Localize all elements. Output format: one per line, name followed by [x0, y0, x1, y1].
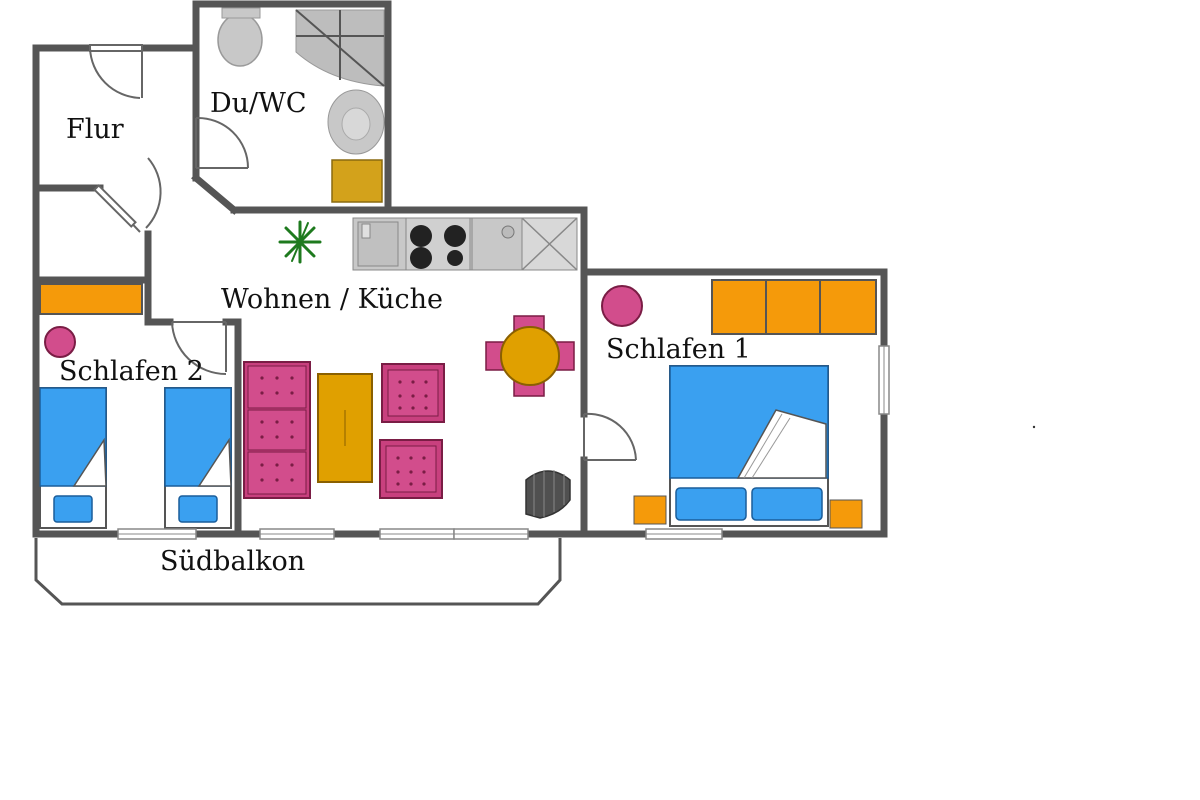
armchair-bottom — [379, 439, 443, 499]
dining-set — [485, 315, 575, 397]
wardrobe-schlafen2 — [39, 283, 143, 315]
sofa — [243, 361, 311, 499]
stove-icon — [525, 470, 571, 519]
stool-schlafen1 — [601, 285, 643, 327]
label-flur: Flur — [66, 114, 124, 145]
walls — [32, 0, 888, 538]
bed-double — [669, 365, 829, 527]
plant — [278, 220, 322, 264]
toilet — [217, 13, 263, 67]
label-du-wc: Du/WC — [210, 88, 307, 119]
windows — [117, 345, 890, 540]
wardrobe-schlafen1 — [711, 279, 877, 335]
doors — [89, 44, 637, 461]
kitchen-counter — [352, 217, 578, 271]
bathroom-fixtures — [217, 7, 385, 203]
stray-dot — [1032, 425, 1036, 429]
bed-single-left — [39, 387, 107, 529]
label-suedbalkon: Südbalkon — [160, 546, 305, 577]
stool-schlafen2 — [44, 326, 76, 358]
label-wohnen-kueche: Wohnen / Küche — [221, 284, 443, 315]
balcony-outline — [34, 538, 562, 606]
label-schlafen-2: Schlafen 2 — [59, 356, 204, 387]
bathroom-cabinet — [331, 159, 383, 203]
label-schlafen-1: Schlafen 1 — [606, 334, 751, 365]
sofa-tufts — [260, 376, 294, 482]
nightstand-right — [829, 499, 863, 529]
dining-table — [500, 326, 560, 386]
toilet-tank — [221, 7, 261, 19]
armchair-top — [381, 363, 445, 423]
nightstand-left — [633, 495, 667, 525]
bed-single-right — [164, 387, 232, 529]
